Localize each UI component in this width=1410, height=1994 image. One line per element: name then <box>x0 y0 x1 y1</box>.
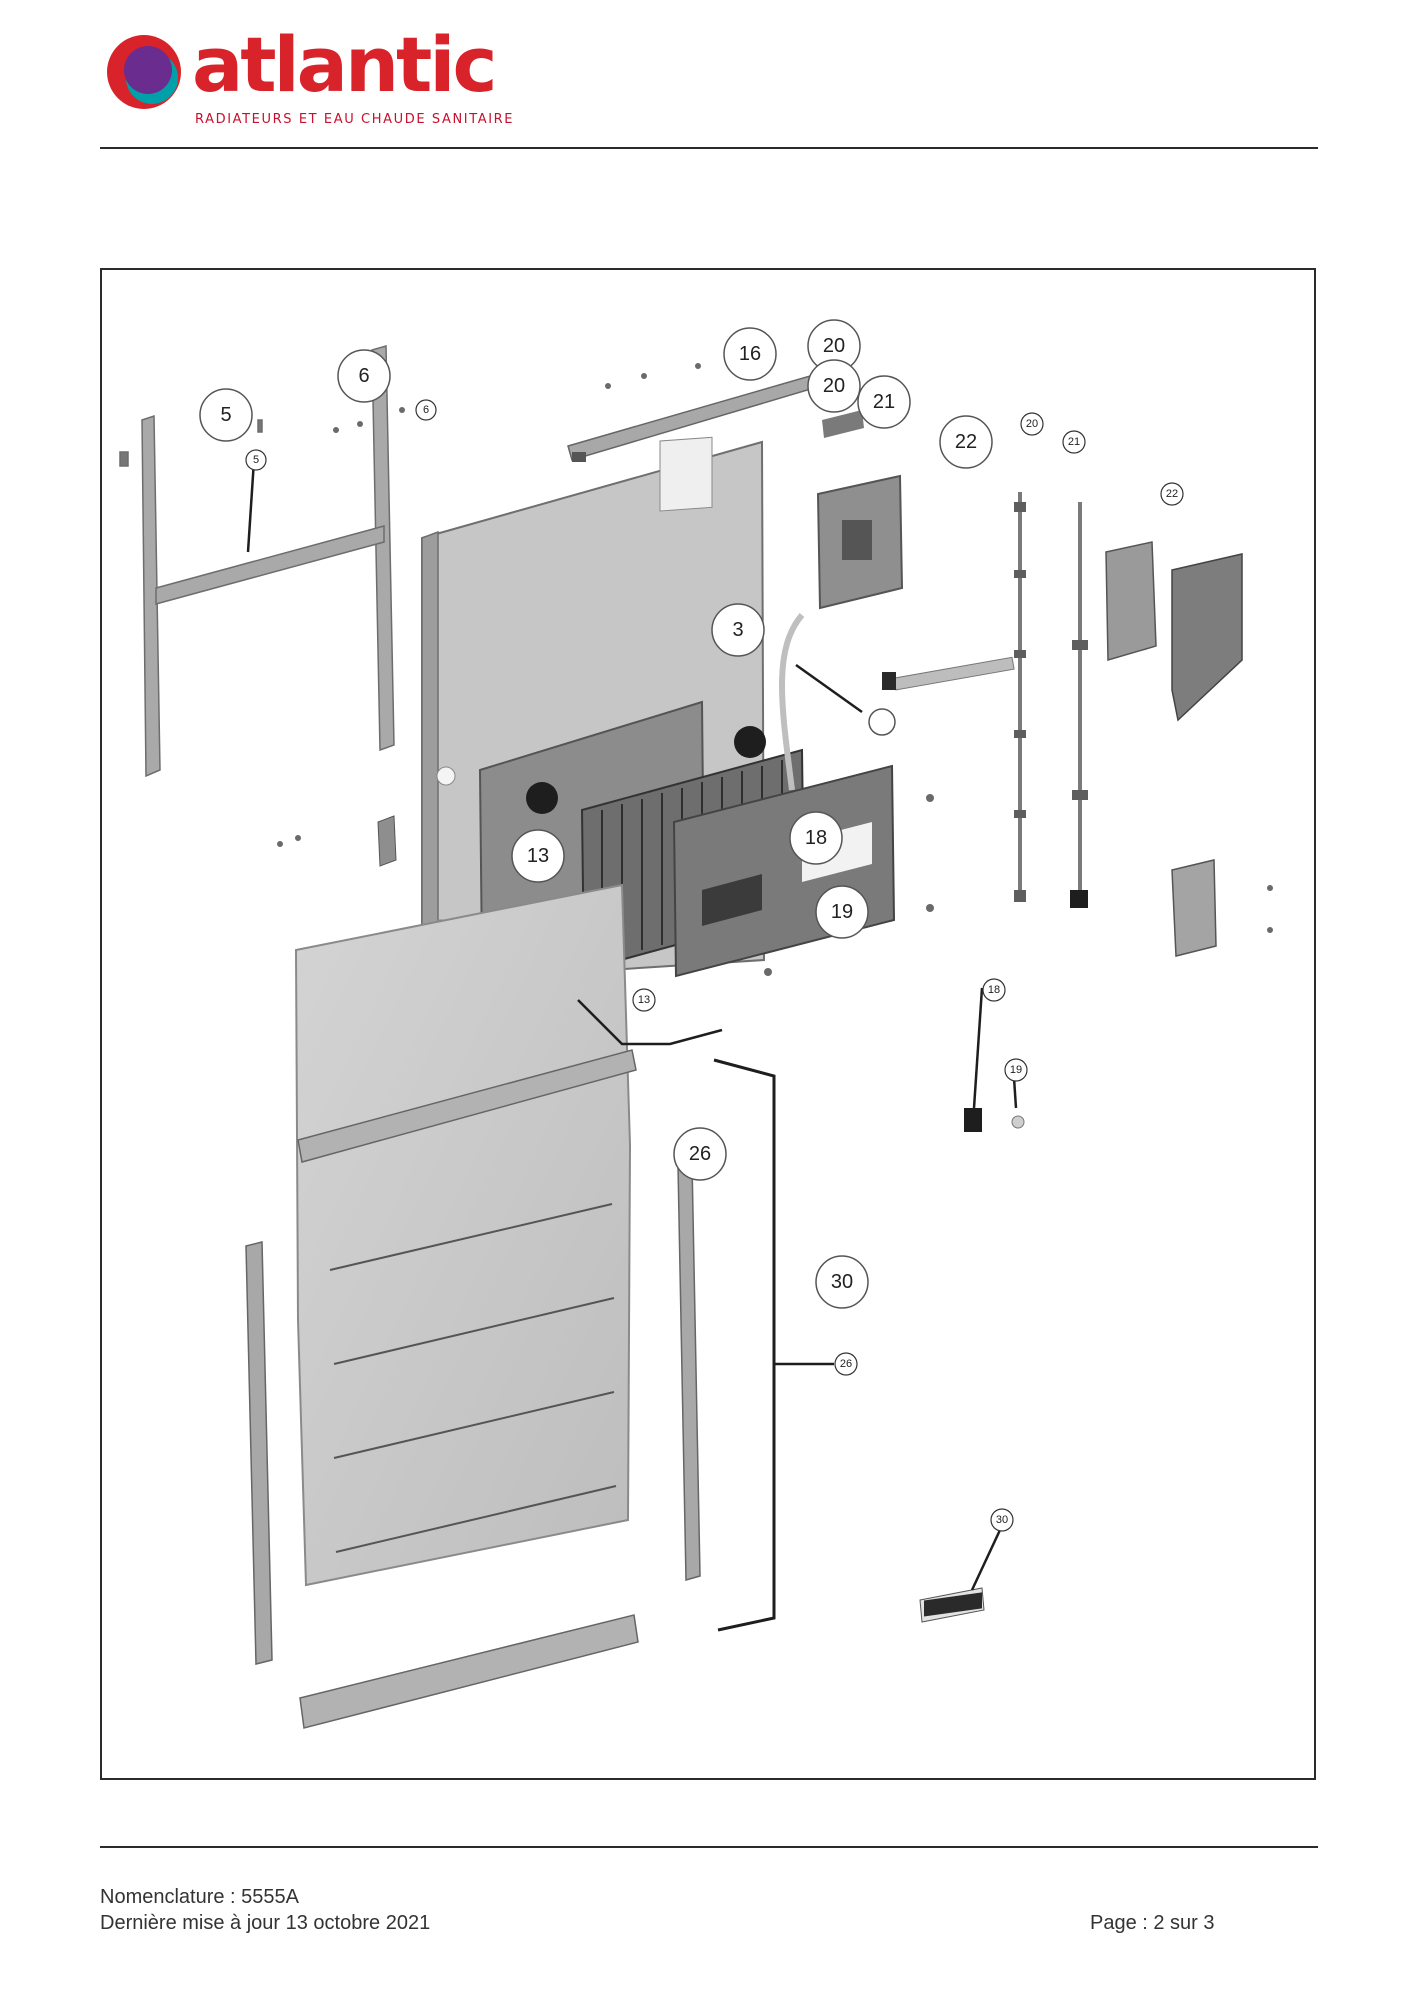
callout-20-top: 20 <box>807 319 861 373</box>
svg-text:16: 16 <box>739 343 761 365</box>
svg-text:26: 26 <box>689 1143 711 1165</box>
svg-text:6: 6 <box>423 404 429 416</box>
callout-blank <box>868 708 896 736</box>
screws <box>277 363 1273 976</box>
svg-text:22: 22 <box>1166 488 1178 500</box>
side-cover-pieces <box>1105 541 1243 957</box>
small-callout-26: 26 <box>834 1352 858 1376</box>
group-bracket <box>713 1058 776 1632</box>
front-facade <box>294 883 632 1587</box>
svg-text:22: 22 <box>955 431 977 453</box>
callout-13: 13 <box>511 829 565 883</box>
svg-text:5: 5 <box>253 454 259 466</box>
facade-side-trims <box>245 1161 701 1665</box>
svg-text:20: 20 <box>823 335 845 357</box>
callout-16: 16 <box>723 327 777 381</box>
svg-text:20: 20 <box>1026 418 1038 430</box>
small-callout-22: 22 <box>1160 482 1184 506</box>
svg-text:3: 3 <box>732 619 743 641</box>
callout-22: 22 <box>939 415 993 469</box>
callout-18: 18 <box>789 811 843 865</box>
control-box <box>779 410 904 791</box>
svg-text:30: 30 <box>996 1514 1008 1526</box>
svg-text:13: 13 <box>527 845 549 867</box>
rod-clips <box>1014 502 1088 908</box>
callout-21: 21 <box>857 375 911 429</box>
sensor-rods <box>1018 492 1082 902</box>
svg-text:6: 6 <box>358 365 369 387</box>
svg-text:30: 30 <box>831 1271 853 1293</box>
callout-20-mid: 20 <box>807 359 861 413</box>
atlantic-badge <box>919 1587 985 1623</box>
facade-top-trim <box>297 1049 637 1163</box>
small-callout-20: 20 <box>1020 412 1044 436</box>
small-callout-21: 21 <box>1062 430 1086 454</box>
svg-text:18: 18 <box>988 984 1000 996</box>
svg-text:21: 21 <box>1068 436 1080 448</box>
switch-part <box>964 1108 1025 1132</box>
svg-text:19: 19 <box>831 901 853 923</box>
callout-26: 26 <box>673 1127 727 1181</box>
header-divider <box>100 147 1318 149</box>
callout-5: 5 <box>199 388 253 442</box>
svg-text:5: 5 <box>220 404 231 426</box>
svg-text:20: 20 <box>823 375 845 397</box>
facade-bottom-trim <box>299 1614 639 1729</box>
svg-text:21: 21 <box>873 391 895 413</box>
diagram-canvas: 5 6 16 20 20 21 22 3 13 18 19 26 <box>119 319 1273 1729</box>
small-callout-30: 30 <box>990 1508 1014 1532</box>
mounting-clip <box>377 815 397 867</box>
atlantic-logo-icon <box>107 35 181 109</box>
small-callout-19: 19 <box>1004 1058 1028 1082</box>
small-callout-6: 6 <box>415 399 437 421</box>
svg-text:26: 26 <box>840 1358 852 1370</box>
footer-nomenclature: Nomenclature : 5555A <box>100 1886 300 1908</box>
brand-tagline: RADIATEURS ET EAU CHAUDE SANITAIRE <box>195 112 515 127</box>
brand-wordmark: atlantic <box>192 20 497 109</box>
callout-3: 3 <box>711 603 765 657</box>
svg-text:19: 19 <box>1010 1064 1022 1076</box>
svg-text:18: 18 <box>805 827 827 849</box>
small-callout-18: 18 <box>982 978 1006 1002</box>
leader-lines <box>246 459 1018 1591</box>
footer-divider <box>100 1846 1318 1848</box>
wall-bracket <box>119 345 395 778</box>
small-callout-5: 5 <box>245 449 267 471</box>
header: atlantic RADIATEURS ET EAU CHAUDE SANITA… <box>100 20 1320 148</box>
callout-6: 6 <box>337 349 391 403</box>
thermostat-probe <box>882 656 1015 691</box>
callout-30: 30 <box>815 1255 869 1309</box>
svg-text:13: 13 <box>638 994 650 1006</box>
footer-last-updated: Dernière mise à jour 13 octobre 2021 <box>100 1912 431 1934</box>
footer-page-number: Page : 2 sur 3 <box>1090 1912 1215 1934</box>
exploded-view-diagram: 5 6 16 20 20 21 22 3 13 18 19 26 <box>100 268 1316 1780</box>
callout-19: 19 <box>815 885 869 939</box>
small-callout-13: 13 <box>632 988 656 1012</box>
